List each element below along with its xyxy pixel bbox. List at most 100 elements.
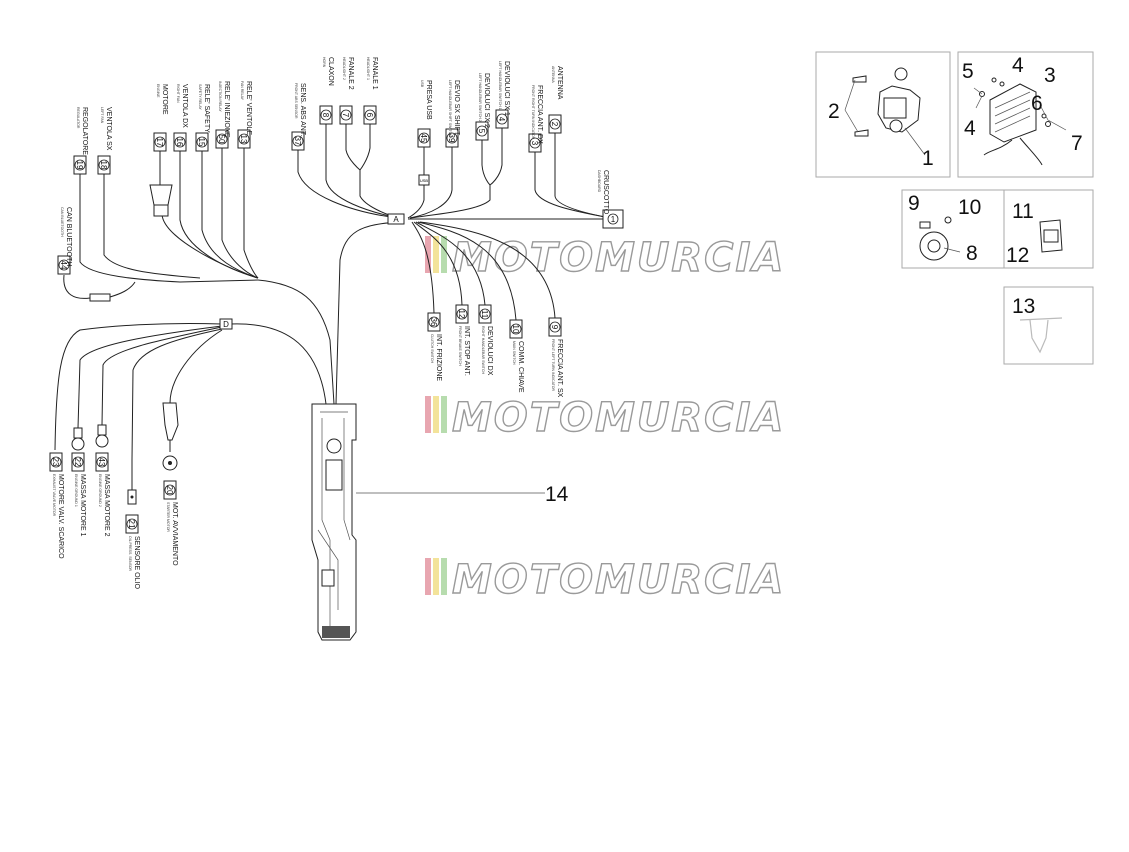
connector-sublabel: STARTER MOTOR [166,502,170,532]
harness-body [311,403,357,641]
connector-sublabel: LEFT HANDLEBAR SWITCH 2 [478,73,482,122]
connector-sublabel: FRONT BRAKE SWITCH [458,326,462,366]
connector-sublabel: FRONT LEFT TURN INDICATOR [551,339,555,391]
connector-sublabel: FAN RELAY [240,81,244,101]
connector-sublabel: MAIN SWITCH [512,341,516,365]
connector-sublabel: HORN [322,57,326,68]
watermark-text: MOTOMURCIA [452,395,785,441]
connector-label: CLAXON [327,57,334,86]
svg-text:1: 1 [922,147,934,170]
connector-sublabel: SAFETY RELAY [198,84,202,110]
connector-number: 18 [99,161,108,170]
connector-sublabel: FRONT ABS SENSOR [294,83,298,119]
svg-text:6: 6 [1031,92,1043,115]
connector-sublabel: LEFT HANDLEBAR SWITCH 1 [498,61,502,110]
connector-label: RELE' INIEZIONE [223,81,230,138]
connector-number: 19 [75,161,84,170]
connector-label: SENSORE OLIO [133,536,140,589]
connector-number: 16 [175,138,184,147]
connector-sublabel: USB [420,80,424,88]
inset-box-5: 13 [1003,286,1094,365]
connector-number: 13 [239,135,248,144]
junction-a: A [387,213,405,225]
can-tag [89,293,111,302]
watermark-1: MOTOMURCIA [425,234,784,282]
svg-text:4: 4 [1012,54,1024,77]
connector-sublabel: INJECTION RELAY [218,81,222,112]
inset-box-2: 3 4 4 5 6 7 [957,51,1094,178]
connector-label: MASSA MOTORE 2 [103,474,110,537]
connector-label: COMM. CHIAVE [517,341,524,393]
connector-number: 50 [217,135,226,144]
watermark-2: MOTOMURCIA [425,394,785,442]
connector-number: 22 [73,458,82,467]
connector-number: 11 [480,310,489,319]
connector-label: FRECCIA ANT. SX [556,339,563,398]
inset-box-1: 2 1 [815,51,951,178]
junction-a-label: A [393,215,399,224]
ground-terminals [71,424,137,505]
watermark-3: MOTOMURCIA [425,556,784,604]
connector-sublabel: HEADLIGHT 2 [342,57,346,80]
connector-sublabel: RIGHT HANDLEBAR SWITCH [481,326,485,374]
connector-label: VENTOLA SX [105,107,112,151]
connector-sublabel: ENGINE [156,84,160,98]
junction-d-label: D [223,320,229,329]
connector-number: 43 [97,458,106,467]
connector-number: 20 [165,486,174,495]
part-number-14: 14 [545,483,569,506]
svg-text:10: 10 [958,196,981,219]
harness-wires [54,124,606,494]
connector-label: DEVIO SX SHIFT [453,80,460,136]
connector-number: 23 [51,458,60,467]
svg-text:4: 4 [964,117,976,140]
svg-text:5: 5 [962,60,974,83]
starter-terminal [162,402,179,471]
junction-d: D [219,318,233,330]
connector-label: DEVIOLUCI DX [486,326,493,376]
connector-label: PRESA USB [425,80,432,120]
connector-label: INT. FRIZIONE [435,334,442,381]
connector-sublabel: CLUTCH SWITCH [430,334,434,363]
connector-sublabel: REGULATOR [76,107,80,129]
connector-number: 36 [429,318,438,327]
connector-label: SENS. ABS ANT. [299,83,306,136]
engine-plug [149,184,173,217]
connector-label: INT. STOP ANT. [463,326,470,376]
connector-sublabel: ANTENNA [551,66,555,83]
svg-text:3: 3 [1044,64,1056,87]
connector-number: 44 [59,261,68,270]
svg-text:USB: USB [420,178,429,183]
connector-label: DEVIOLUCI SX 1 [503,61,510,116]
connector-sublabel: LEFT HANDLEBAR SHIFT SWITCH [448,80,452,137]
connector-number: 15 [197,138,206,147]
connector-number: 17 [155,138,164,147]
connector-label: DEVIOLUCI SX 2 [483,73,490,128]
connector-sublabel: RIGHT FAN [176,84,180,103]
connector-number: 39 [447,134,456,143]
svg-text:12: 12 [1006,244,1029,267]
inset-box-4: 11 12 [1003,189,1094,269]
